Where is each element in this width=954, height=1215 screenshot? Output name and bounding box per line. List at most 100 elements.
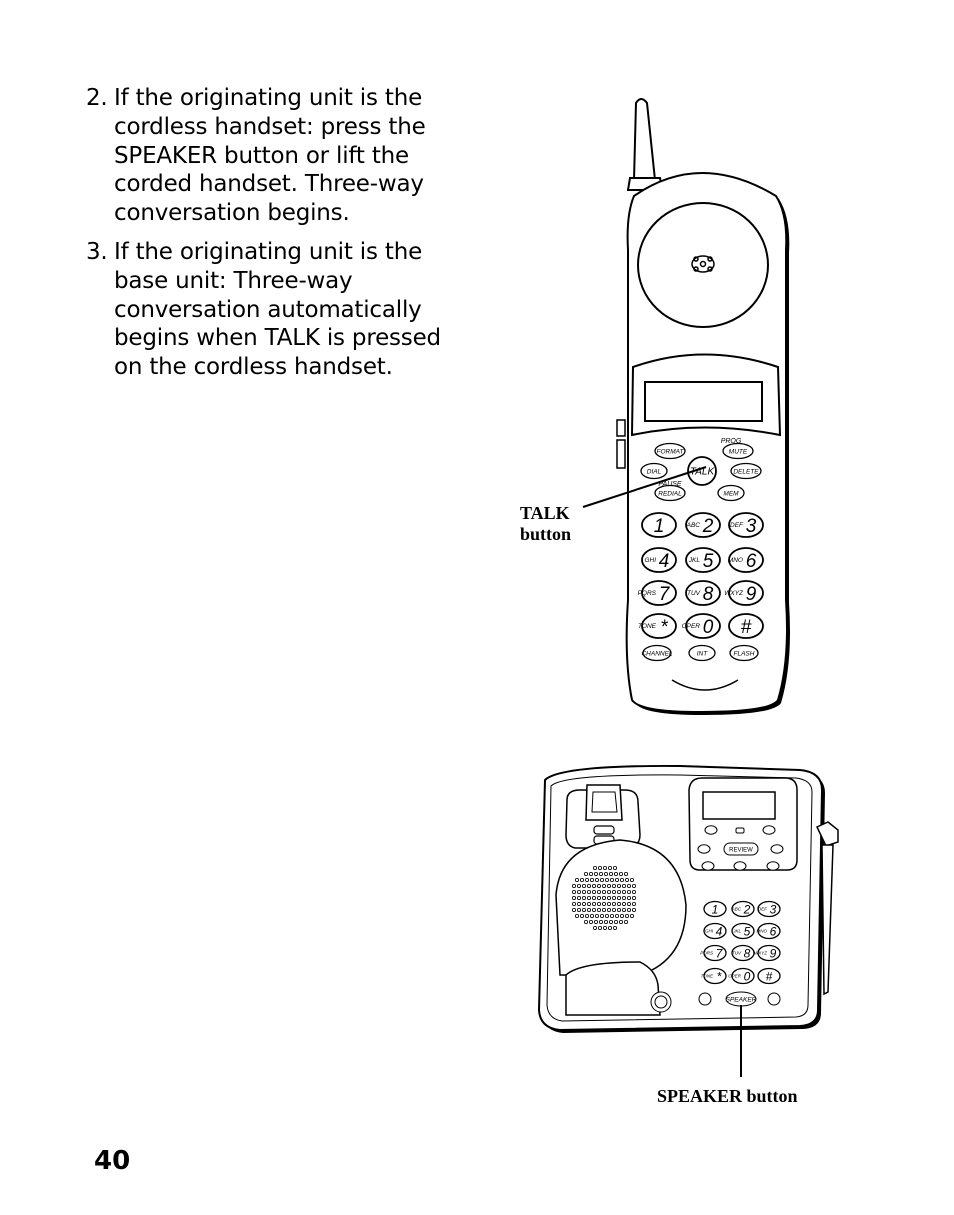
button-label: REDIAL bbox=[658, 491, 682, 498]
key-digit: # bbox=[766, 970, 773, 984]
base-function-button[interactable] bbox=[770, 844, 784, 854]
key-letters: JKL bbox=[732, 929, 741, 934]
keypad-key[interactable]: 1 bbox=[641, 512, 677, 538]
earpiece bbox=[637, 202, 769, 328]
speaker-grille-icon bbox=[691, 255, 715, 273]
key-digit: 5 bbox=[744, 925, 751, 939]
base-function-button[interactable] bbox=[762, 825, 776, 835]
button-label: INT bbox=[697, 651, 709, 658]
redial-button[interactable]: REDIAL bbox=[654, 484, 686, 502]
key-digit: 9 bbox=[746, 584, 757, 605]
mem-button[interactable]: MEM bbox=[717, 484, 745, 502]
key-digit: 1 bbox=[712, 903, 719, 917]
callout-line2: button bbox=[520, 524, 572, 544]
channel-button[interactable]: CHANNEL bbox=[641, 644, 673, 662]
base-keypad-key[interactable]: 1 bbox=[703, 900, 727, 918]
base-function-button[interactable] bbox=[698, 992, 712, 1006]
int-button[interactable]: INT bbox=[688, 644, 716, 662]
key-digit: 7 bbox=[659, 584, 671, 605]
prog-label: PROG bbox=[721, 438, 742, 445]
step-text: If the originating unit is the base unit… bbox=[114, 238, 441, 381]
key-digit: 4 bbox=[659, 551, 670, 572]
keypad-key[interactable]: # bbox=[728, 613, 764, 639]
step-number: 2. bbox=[86, 85, 108, 111]
key-letters: MNO bbox=[728, 557, 743, 564]
step-text: If the originating unit is the cordless … bbox=[114, 85, 426, 227]
base-function-button[interactable] bbox=[733, 861, 747, 871]
keypad-key[interactable]: TONE* bbox=[638, 613, 677, 639]
talk-button-callout: TALK button bbox=[520, 503, 571, 545]
review-button[interactable]: REVIEW bbox=[723, 842, 759, 856]
key-letters: GHI bbox=[705, 929, 714, 934]
base-function-button[interactable] bbox=[767, 992, 781, 1006]
key-digit: 7 bbox=[716, 947, 724, 961]
key-digit: 0 bbox=[744, 970, 751, 984]
key-digit: 6 bbox=[770, 925, 777, 939]
step-number: 3. bbox=[86, 238, 108, 265]
base-antenna bbox=[821, 844, 834, 996]
key-digit: 2 bbox=[743, 903, 751, 917]
flash-button[interactable]: FLASH bbox=[729, 644, 759, 662]
button-label: MUTE bbox=[729, 449, 748, 456]
handset-display bbox=[644, 381, 763, 422]
key-digit: 9 bbox=[770, 947, 777, 961]
key-letters: JKL bbox=[688, 557, 701, 564]
key-digit: # bbox=[741, 617, 752, 638]
base-function-button[interactable] bbox=[766, 861, 780, 871]
key-digit: 2 bbox=[702, 516, 714, 537]
button-label: DELETE bbox=[733, 469, 759, 476]
key-digit: 3 bbox=[770, 903, 777, 917]
delete-button[interactable]: DELETE bbox=[730, 462, 762, 480]
key-digit: 6 bbox=[746, 551, 757, 572]
base-display bbox=[702, 791, 776, 820]
key-digit: 5 bbox=[703, 551, 714, 572]
key-letters: WXYZ bbox=[754, 951, 767, 956]
key-letters: MNO bbox=[757, 929, 768, 934]
key-letters: DEF bbox=[758, 907, 767, 912]
mute-button[interactable]: MUTE bbox=[722, 442, 754, 460]
base-keypad-key[interactable]: # bbox=[757, 967, 781, 985]
key-letters: TONE bbox=[638, 623, 657, 630]
format-button[interactable]: FORMAT bbox=[654, 442, 686, 460]
talk-button[interactable]: TALK bbox=[687, 456, 717, 486]
indicator-light bbox=[735, 827, 745, 834]
key-letters: TONE bbox=[701, 974, 714, 979]
key-digit: 0 bbox=[703, 617, 714, 638]
base-function-button[interactable] bbox=[704, 825, 718, 835]
base-function-button[interactable] bbox=[697, 844, 711, 854]
base-function-button[interactable] bbox=[701, 861, 715, 871]
dial-button[interactable]: DIAL bbox=[640, 462, 668, 480]
key-letters: PQRS bbox=[638, 590, 657, 597]
base-keypad-key[interactable]: TONE* bbox=[701, 967, 727, 985]
button-label: REVIEW bbox=[729, 848, 753, 854]
speaker-button[interactable]: SPEAKER bbox=[725, 991, 757, 1007]
talk-callout-line bbox=[582, 466, 707, 508]
callout-line1: TALK bbox=[520, 503, 570, 523]
handset-antenna bbox=[632, 98, 657, 181]
button-label: DIAL bbox=[647, 469, 662, 476]
speaker-button-callout: SPEAKER button bbox=[657, 1086, 798, 1106]
instruction-steps: 2. If the originating unit is the cordle… bbox=[86, 84, 466, 392]
key-letters: GHI bbox=[644, 557, 656, 564]
step-3: 3. If the originating unit is the base u… bbox=[86, 238, 466, 382]
